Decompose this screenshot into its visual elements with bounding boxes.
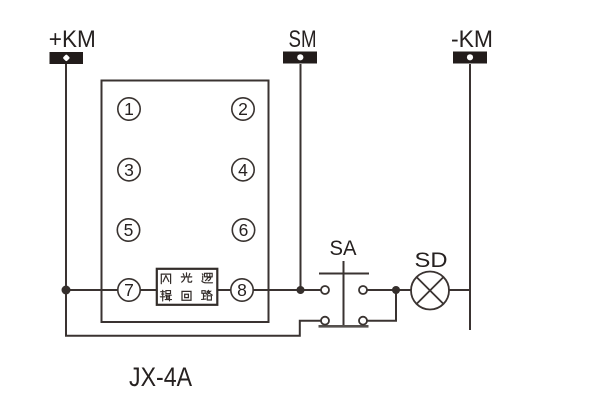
svg-text:SA: SA — [330, 237, 357, 260]
svg-text:5: 5 — [124, 220, 134, 240]
svg-text:3: 3 — [124, 160, 134, 180]
svg-text:2: 2 — [238, 99, 248, 119]
svg-text:JX-4A: JX-4A — [129, 362, 192, 392]
svg-text:6: 6 — [239, 220, 249, 240]
svg-text:8: 8 — [237, 280, 247, 300]
svg-text:SM: SM — [289, 26, 317, 53]
svg-text:7: 7 — [124, 280, 134, 300]
svg-text:4: 4 — [238, 160, 248, 180]
svg-text:+KM: +KM — [49, 26, 96, 53]
svg-text:-KM: -KM — [451, 26, 493, 53]
svg-text:1: 1 — [124, 99, 134, 119]
svg-text:SD: SD — [415, 249, 448, 272]
